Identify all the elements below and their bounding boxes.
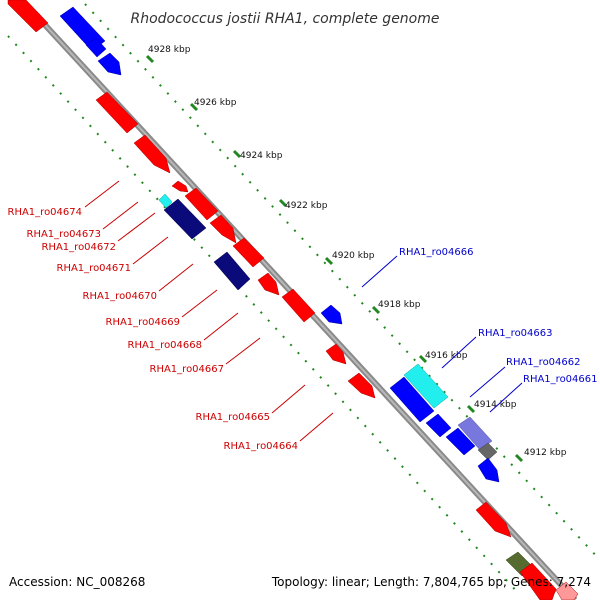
gene-arrow: [171, 180, 189, 193]
scale-tick-label: 4916 kbp: [425, 351, 468, 361]
scale-tick: [514, 453, 524, 463]
gene-arrow: [7, 0, 49, 33]
gene-label: RHA1_ro04664: [224, 441, 299, 452]
gene-arrow: [184, 187, 219, 221]
scale-tick-label: 4924 kbp: [240, 151, 283, 161]
reverse-strand-genes: [59, 6, 557, 600]
label-leader: [361, 255, 398, 288]
label-leader: [489, 382, 523, 413]
reverse-gene-labels: RHA1_ro04666 RHA1_ro04663 RHA1_ro04662 R…: [399, 247, 598, 385]
gene-arrow: [320, 304, 343, 325]
accession-text: Accession: NC_008268: [9, 575, 145, 589]
scale-tick: [232, 149, 242, 159]
gene-arrow: [95, 91, 139, 134]
label-leader: [132, 236, 169, 265]
scale-tick-label: 4912 kbp: [524, 448, 567, 458]
gene-arrow: [389, 376, 435, 423]
gene-arrow: [97, 52, 122, 76]
scale-tick: [418, 354, 428, 364]
gene-label: RHA1_ro04667: [150, 364, 225, 375]
scale-tick: [278, 198, 288, 208]
gene-arrow: [232, 237, 265, 268]
scale-tick: [371, 305, 381, 315]
scale-tick-label: 4918 kbp: [378, 300, 421, 310]
gene-arrow: [325, 343, 347, 365]
gene-label: RHA1_ro04666: [399, 247, 474, 258]
gene-arrow: [477, 442, 498, 461]
label-leader: [84, 180, 120, 208]
gene-label: RHA1_ro04673: [27, 229, 102, 240]
label-leader: [441, 336, 477, 369]
label-leader: [158, 263, 194, 292]
gene-arrow: [519, 562, 557, 600]
scale-tick-label: 4914 kbp: [474, 400, 517, 410]
gene-arrow: [555, 581, 579, 600]
gene-arrow: [347, 372, 376, 399]
label-leader: [102, 201, 139, 230]
gene-arrow: [475, 501, 512, 538]
gene-arrow: [133, 134, 171, 174]
label-leader: [225, 337, 261, 365]
gene-arrow: [209, 214, 237, 244]
scale-tick: [145, 54, 155, 64]
label-leader: [181, 289, 218, 318]
reverse-label-leaders: [361, 255, 523, 413]
genome-summary-text: Topology: linear; Length: 7,804,765 bp; …: [271, 575, 591, 589]
scale-tick-label: 4928 kbp: [148, 45, 191, 55]
label-leader: [469, 366, 506, 398]
gene-label: RHA1_ro04662: [506, 357, 581, 368]
gene-label: RHA1_ro04668: [128, 340, 203, 351]
gene-arrow: [445, 427, 476, 456]
gene-arrow: [477, 457, 500, 483]
scale-tick: [189, 102, 199, 112]
scale-tick-label: 4922 kbp: [285, 201, 328, 211]
gene-arrow-highlight-dark: [213, 251, 251, 291]
gene-label: RHA1_ro04669: [106, 317, 181, 328]
gene-arrow: [281, 288, 316, 323]
scale-tick: [466, 404, 476, 414]
gene-label: RHA1_ro04671: [57, 263, 132, 274]
forward-gene-labels: RHA1_ro04674 RHA1_ro04673 RHA1_ro04672 R…: [8, 207, 299, 452]
gene-label: RHA1_ro04663: [478, 328, 553, 339]
scale-tick: [324, 256, 334, 266]
gene-arrow: [457, 416, 493, 451]
forward-label-leaders: [84, 180, 334, 442]
gene-label: RHA1_ro04661: [523, 374, 598, 385]
gene-label: RHA1_ro04665: [196, 412, 271, 423]
gene-label: RHA1_ro04674: [8, 207, 83, 218]
gene-arrow: [257, 272, 280, 296]
scale-ticks: 4928 kbp 4926 kbp 4924 kbp 4922 kbp 4920…: [145, 45, 567, 463]
scale-tick-label: 4926 kbp: [194, 98, 237, 108]
label-leader: [271, 384, 306, 414]
gene-label: RHA1_ro04670: [83, 291, 158, 302]
gene-label: RHA1_ro04672: [42, 242, 117, 253]
gene-arrow-highlight: [158, 193, 173, 209]
gene-arrow: [85, 37, 107, 58]
map-title: Rhodococcus jostii RHA1, complete genome: [130, 11, 439, 27]
gene-arrow-highlight-dark: [163, 198, 207, 240]
gene-arrow-highlight: [403, 363, 449, 409]
forward-strand-genes: [7, 0, 579, 600]
label-leader: [203, 312, 239, 341]
scale-tick-label: 4920 kbp: [332, 251, 375, 261]
lower-tick-track: [7, 35, 521, 596]
gene-arrow: [425, 413, 452, 438]
label-leader: [299, 412, 334, 442]
upper-tick-track: [84, 3, 600, 561]
label-leader: [117, 212, 156, 242]
